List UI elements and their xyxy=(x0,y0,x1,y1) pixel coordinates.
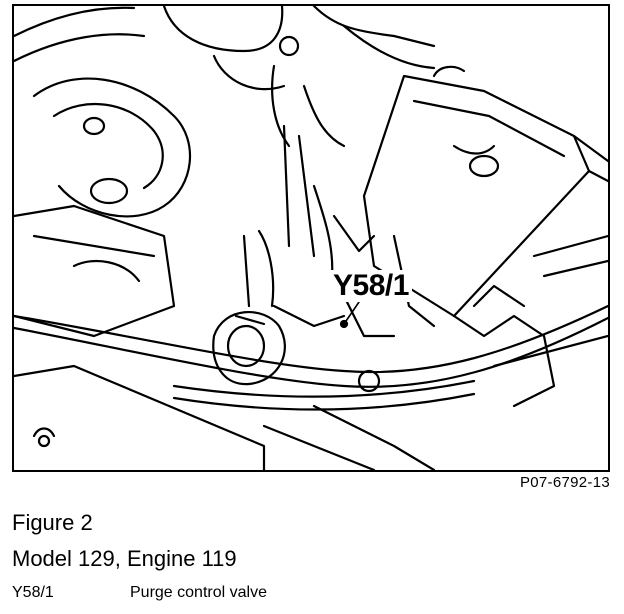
purge-valve-body xyxy=(212,311,286,386)
figure-reference-code: P07-6792-13 xyxy=(519,474,610,491)
control-box xyxy=(362,74,591,318)
legend-description: Purge control valve xyxy=(130,584,267,601)
figure-title: Figure 2 xyxy=(12,510,93,535)
intake-tube xyxy=(32,77,192,218)
callout-label: Y58/1 xyxy=(330,270,412,302)
cable-bundle xyxy=(14,304,608,374)
upper-left-hose xyxy=(14,6,146,63)
legend-row: Y58/1 Purge control valve xyxy=(12,584,267,602)
engine-bay-illustration: Y58/1 xyxy=(12,4,610,472)
callout-leader xyxy=(343,301,360,325)
engine-line-drawing xyxy=(14,6,608,470)
figure-model-line: Model 129, Engine 119 xyxy=(12,546,237,571)
legend-code: Y58/1 xyxy=(12,584,54,601)
